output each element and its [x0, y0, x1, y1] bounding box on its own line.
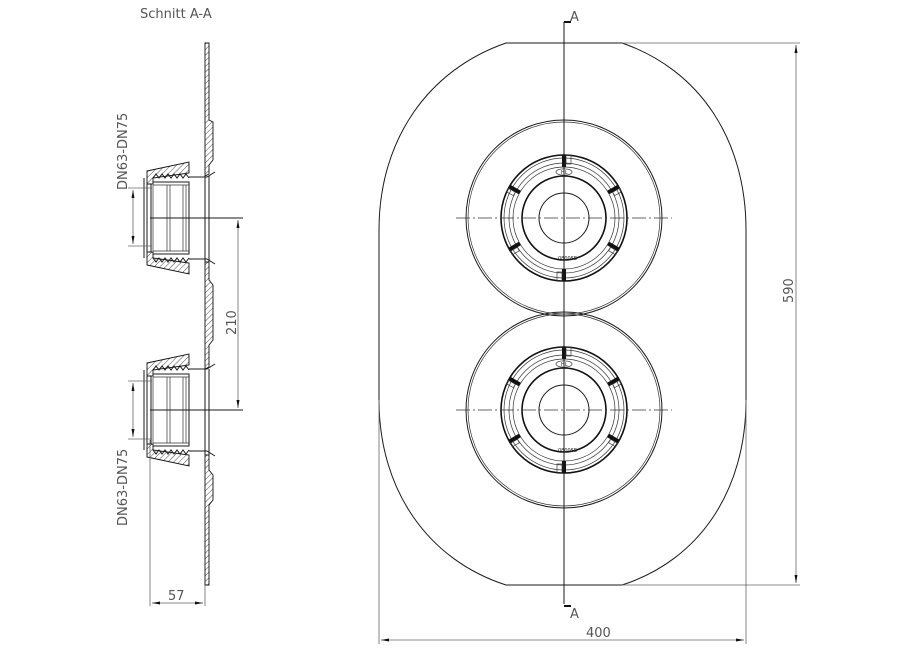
dim-width [378, 400, 747, 644]
logo-lower: HL [561, 362, 568, 368]
dim-center-distance-label: 210 [225, 310, 240, 335]
dim-depth-label: 57 [168, 589, 185, 604]
dim-depth [149, 440, 206, 606]
dim-pipe-lower [128, 380, 152, 440]
section-marker-top-label: A [570, 10, 579, 25]
part-code-upper: 08005E [558, 256, 577, 262]
dim-height [622, 42, 800, 586]
pipe-label-lower: DN63-DN75 [116, 449, 131, 526]
dim-width-label: 400 [586, 626, 611, 641]
pipe-label-upper: DN63-DN75 [116, 113, 131, 190]
section-plate [204, 42, 214, 586]
dim-height-label: 590 [782, 278, 797, 303]
section-title: Schnitt A-A [140, 7, 212, 22]
part-code-lower: 08005E [558, 448, 577, 454]
logo-upper: HL [561, 170, 568, 176]
dim-pipe-upper [128, 187, 152, 247]
section-marker-bottom-label: A [570, 607, 579, 622]
